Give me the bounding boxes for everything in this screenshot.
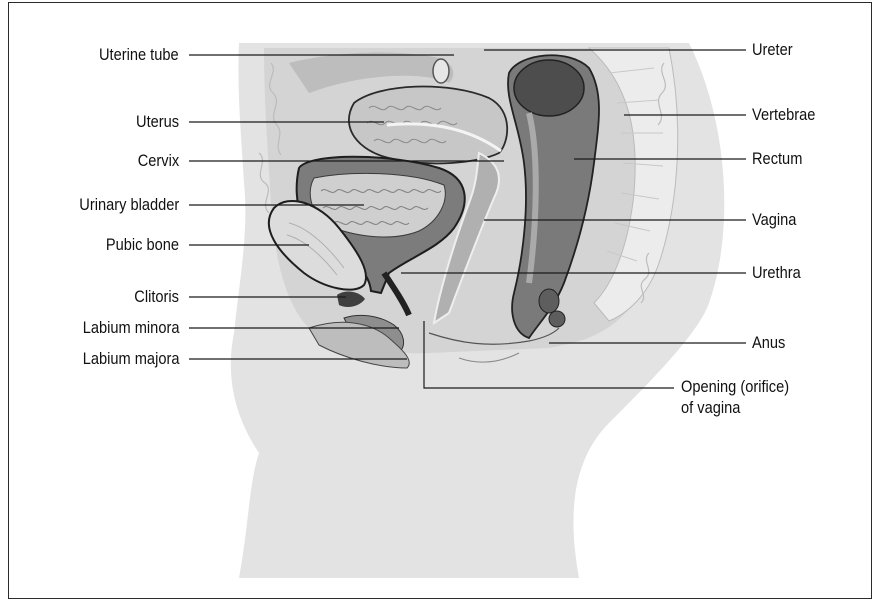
label-vertebrae: Vertebrae [752,105,815,125]
label-ureter: Ureter [752,40,793,60]
label-vagina: Vagina [752,210,796,230]
label-cervix: Cervix [138,151,179,171]
label-anus: Anus [752,333,785,353]
label-rectum: Rectum [752,149,802,169]
label-uterus: Uterus [136,112,179,132]
label-labium-majora: Labium majora [82,349,179,369]
diagram-frame: Uterine tube Uterus Cervix Urinary bladd… [8,2,872,599]
label-urinary-bladder: Urinary bladder [79,195,179,215]
rectum-ampulla [514,60,584,116]
label-clitoris: Clitoris [134,287,179,307]
label-urethra: Urethra [752,263,801,283]
label-vaginal-opening: Opening (orifice) of vagina [681,376,789,418]
label-vaginal-opening-line1: Opening (orifice) [681,376,789,397]
label-pubic-bone: Pubic bone [106,235,179,255]
label-uterine-tube: Uterine tube [99,45,179,65]
label-vaginal-opening-line2: of vagina [681,397,789,418]
label-labium-minora: Labium minora [82,318,179,338]
